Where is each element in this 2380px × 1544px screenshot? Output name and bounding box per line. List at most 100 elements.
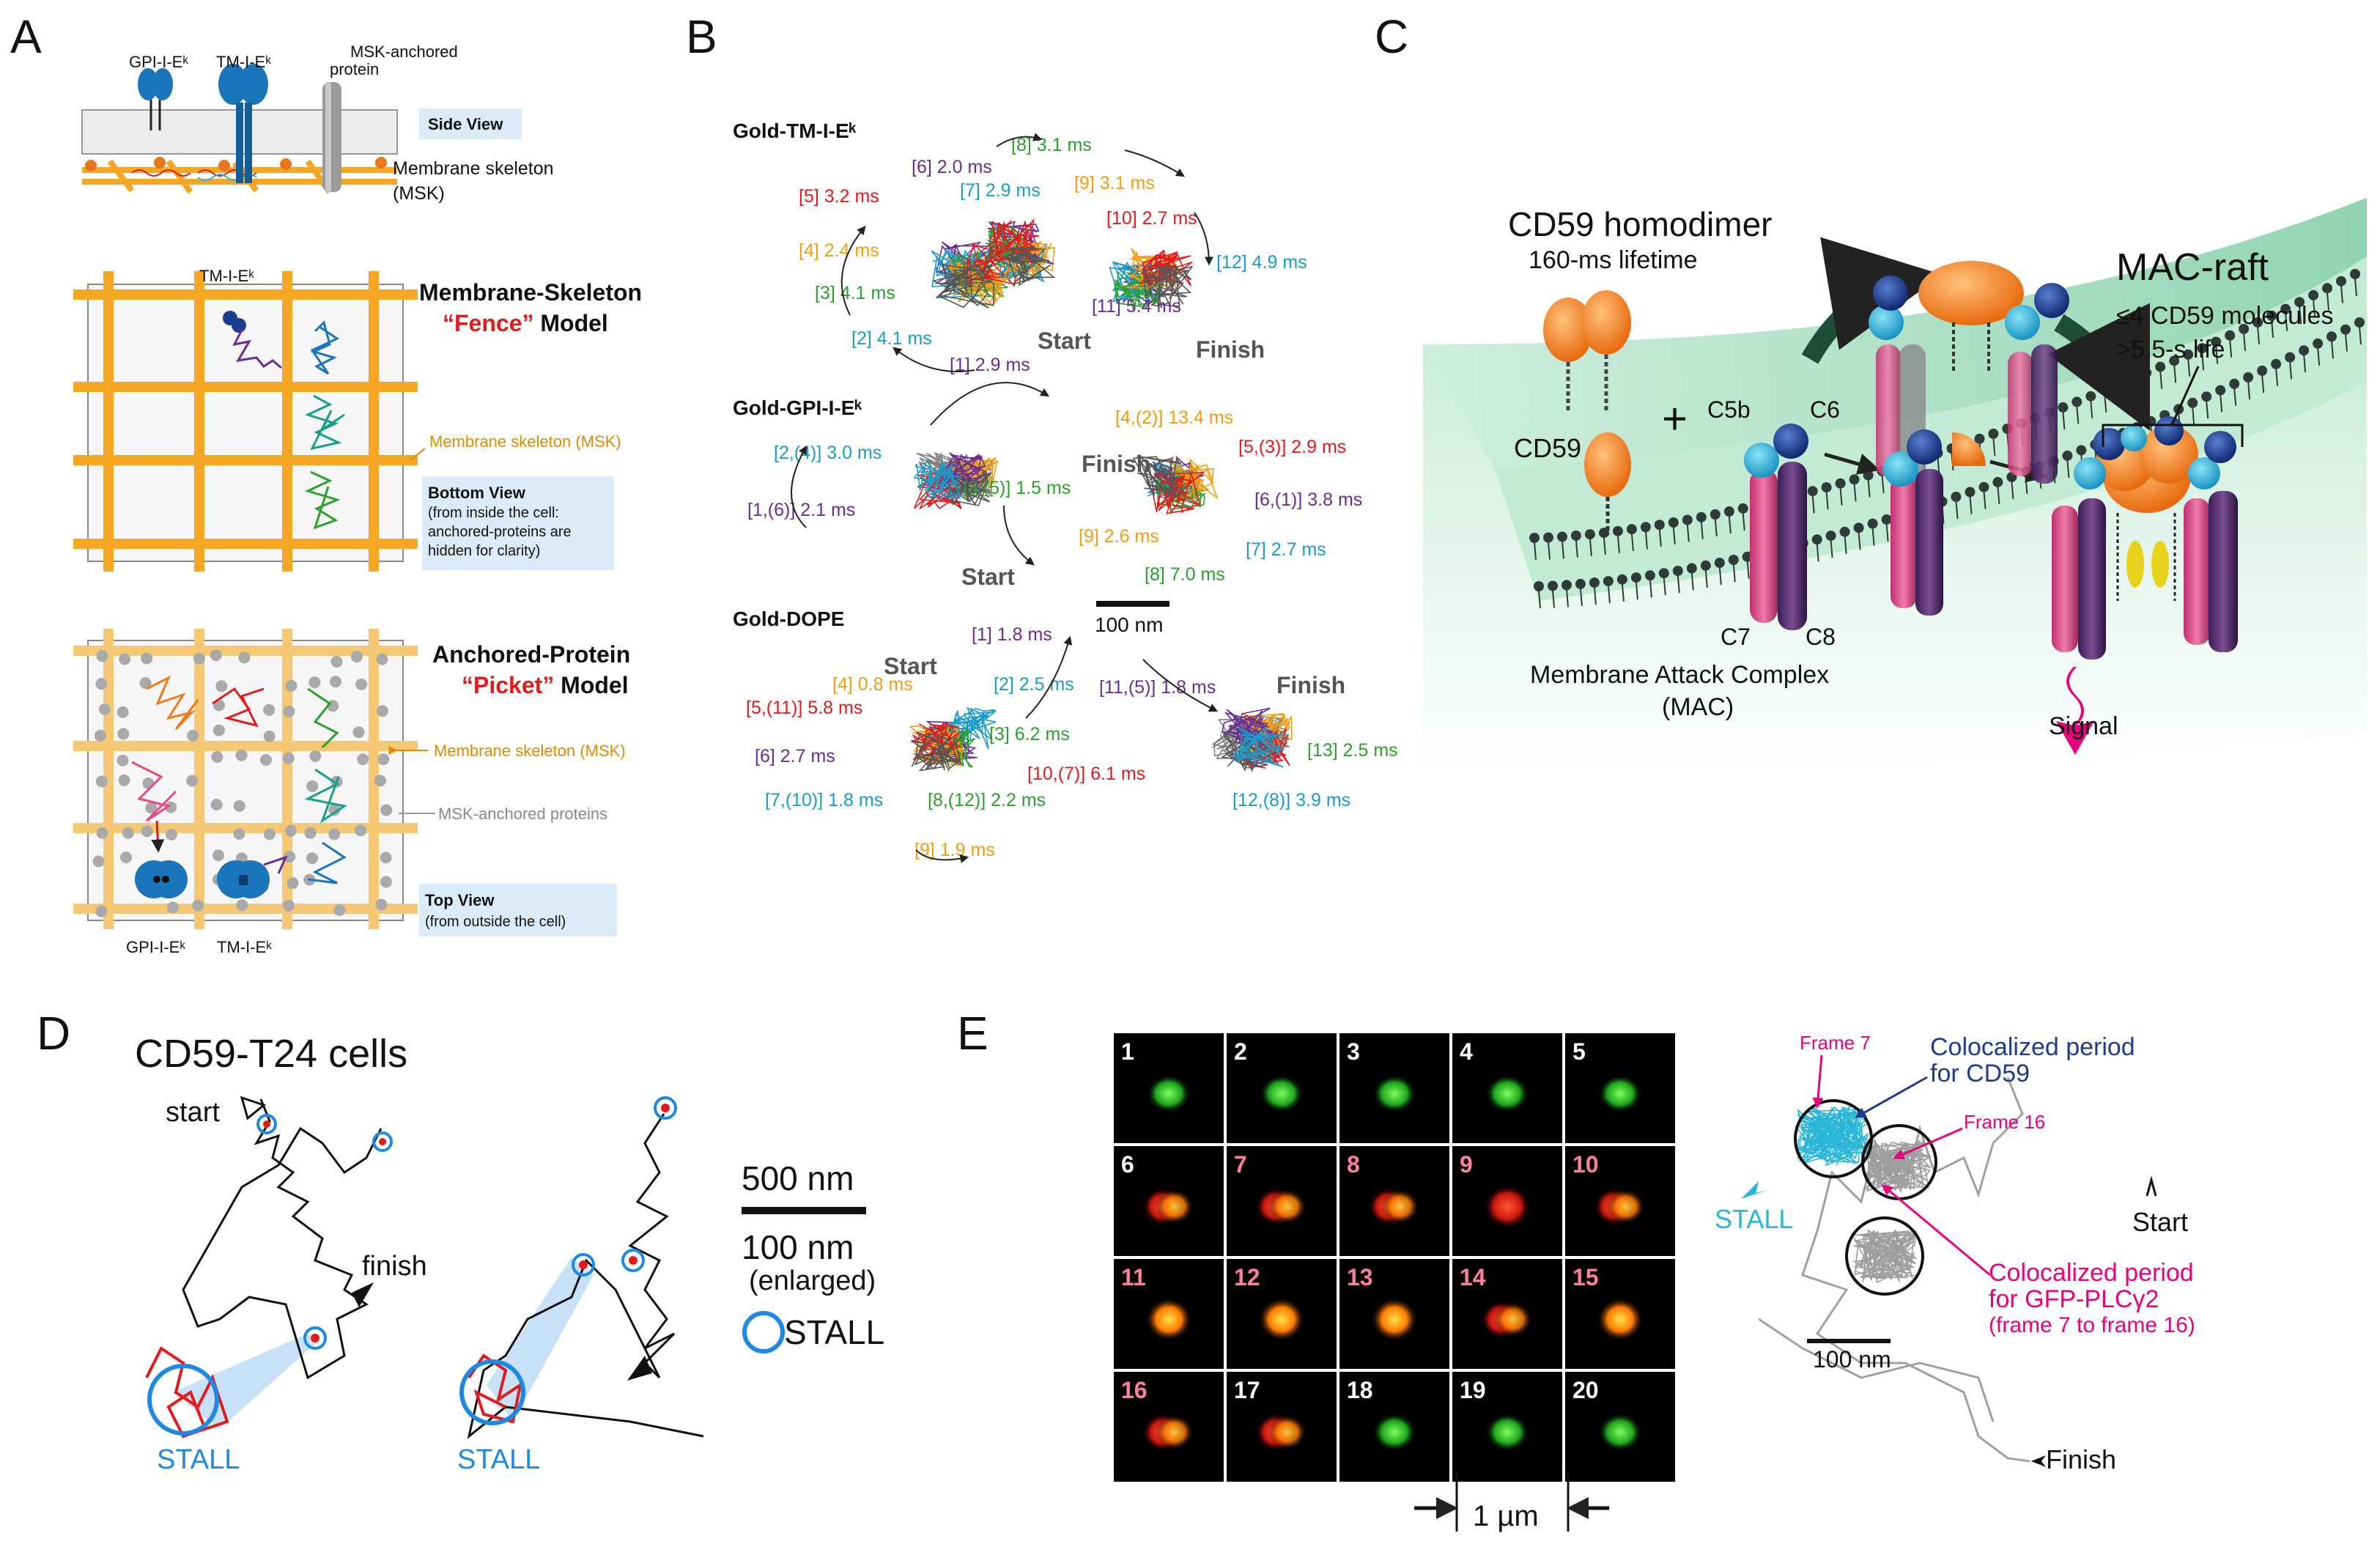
signal-label: Signal [2049, 712, 2118, 740]
anchored-dot [166, 901, 179, 914]
green-spot [1372, 1074, 1416, 1113]
lipid-tail [1575, 539, 1578, 558]
lipid-tail [2354, 278, 2357, 297]
frame-number: 15 [1572, 1264, 1599, 1290]
b-tm-start: Start [1038, 328, 1091, 354]
trajectory-clusters [909, 218, 1293, 772]
tm-cluster-start [931, 261, 995, 309]
dope-duration-label: [11,(5)] 1.8 ms [1099, 677, 1216, 698]
anchored-dot [333, 904, 346, 916]
top-view-box [419, 884, 617, 937]
tm-cluster-finish [1114, 267, 1164, 313]
frame-number: 20 [1572, 1377, 1599, 1403]
lipid-tail [1534, 542, 1537, 561]
b-dope-finish: Finish [1276, 672, 1345, 698]
lipid-tail [1562, 541, 1564, 559]
lipid-head [2062, 450, 2073, 461]
anchored-dot [117, 754, 129, 767]
orange-spot [1156, 1189, 1194, 1225]
lipid-head [2336, 276, 2346, 287]
d-title: CD59-T24 cells [135, 1032, 407, 1076]
e-frame7-label: Frame 7 [1800, 1032, 1871, 1054]
tm-duration-label: [7] 2.9 ms [960, 180, 1041, 201]
lipid-tail [1690, 572, 1694, 591]
e-scale-label: 1 µm [1473, 1500, 1539, 1532]
e-coloc-plc-arrow [1881, 1184, 1991, 1277]
picket-title-2: “Picket” Model [462, 672, 629, 698]
lipid-head [2257, 365, 2268, 376]
lipid-tail [1589, 539, 1592, 557]
mac-line2: (MAC) [1662, 693, 1734, 721]
lipid-head [2243, 372, 2254, 383]
lipid-tail [2206, 401, 2209, 419]
dope-duration-label: [10,(7)] 6.1 ms [1027, 764, 1145, 784]
dope-cluster-finish [1221, 707, 1276, 750]
lipid-tail [2220, 394, 2223, 413]
lipid-head [1658, 568, 1669, 579]
lipid-tail [1658, 529, 1662, 547]
gpi-duration-label: [9] 2.6 ms [1079, 526, 1159, 547]
arrow-c-big2 [2047, 303, 2150, 431]
bottom-view-title: Bottom View [428, 484, 526, 502]
lipid-head [1835, 478, 1846, 489]
d-mini-stall-dot-1c [311, 1334, 319, 1342]
orange-spot [1597, 1297, 1644, 1342]
lipid-tail [1714, 518, 1718, 537]
bottom-gpi-label: GPI-I-Eᵏ [126, 938, 185, 956]
label-msk-anchored-1: MSK-anchored [350, 43, 458, 61]
lipid-head [2141, 367, 2152, 378]
frame-number: 18 [1347, 1377, 1373, 1403]
e-frame16-label: Frame 16 [1964, 1111, 2045, 1133]
e-start: Start [2132, 1207, 2188, 1237]
mac-raft-title: MAC-raft [2116, 246, 2269, 289]
lipid-tail [2313, 299, 2316, 317]
anchored-dot [94, 729, 106, 742]
lipid-head [1825, 531, 1836, 542]
green-spot [1598, 1413, 1642, 1452]
green-spot [1598, 1074, 1642, 1113]
lipid-head [2280, 303, 2291, 314]
anchored-dot [233, 799, 245, 812]
top-view-line1: (from outside the cell) [425, 914, 566, 930]
lipid-head [1867, 518, 1878, 529]
arrow-c-big1 [1801, 237, 1943, 364]
lipid-tail [1677, 575, 1680, 594]
d-mini-stall-1a [256, 1114, 277, 1134]
lipid-head [1737, 503, 1748, 514]
panel-b: Gold-TM-I-Eᵏ Gold-GPI-I-Eᵏ Gold-DOPE [1]… [733, 119, 1398, 863]
e-coloc-cd59-2: for CD59 [1930, 1060, 2030, 1087]
d-stall-2: STALL [457, 1444, 540, 1475]
lipid-head [1672, 566, 1683, 576]
lipid-head [1616, 574, 1627, 585]
lipid-head [1612, 525, 1623, 536]
bottom-view-box [422, 476, 614, 570]
lipid-head [2155, 361, 2166, 372]
lipid-head [2058, 402, 2069, 413]
anchored-dot [215, 680, 228, 692]
anchored-dot [119, 653, 131, 665]
orange-spot [1494, 1301, 1532, 1337]
tm-duration-label: [6] 2.0 ms [912, 157, 992, 177]
lipid-tail [2261, 374, 2265, 393]
lipid-tail [1649, 580, 1652, 598]
anchored-dot [211, 751, 223, 763]
lipid-head [2313, 338, 2324, 349]
anchored-dot [187, 729, 199, 742]
lipid-tail [2285, 313, 2288, 331]
anchored-dot [233, 828, 245, 840]
gray-scribble [1863, 1138, 1931, 1194]
lipid-head [2239, 323, 2250, 334]
lipid-head [2225, 330, 2236, 341]
anchored-dot [380, 876, 392, 888]
lipid-head [2322, 283, 2332, 294]
dope-duration-label: [5,(11)] 5.8 ms [746, 698, 862, 718]
anchored-dot [263, 703, 276, 716]
homodimer-title: CD59 homodimer [1508, 205, 1772, 243]
frame-number: 9 [1460, 1151, 1473, 1178]
dope-cluster-start [911, 732, 963, 772]
dope-duration-label: [6] 2.7 ms [755, 746, 835, 767]
frame-number: 14 [1460, 1264, 1486, 1290]
fence-quote: “Fence” [443, 310, 533, 336]
d-legend-stall: STALL [784, 1313, 884, 1351]
